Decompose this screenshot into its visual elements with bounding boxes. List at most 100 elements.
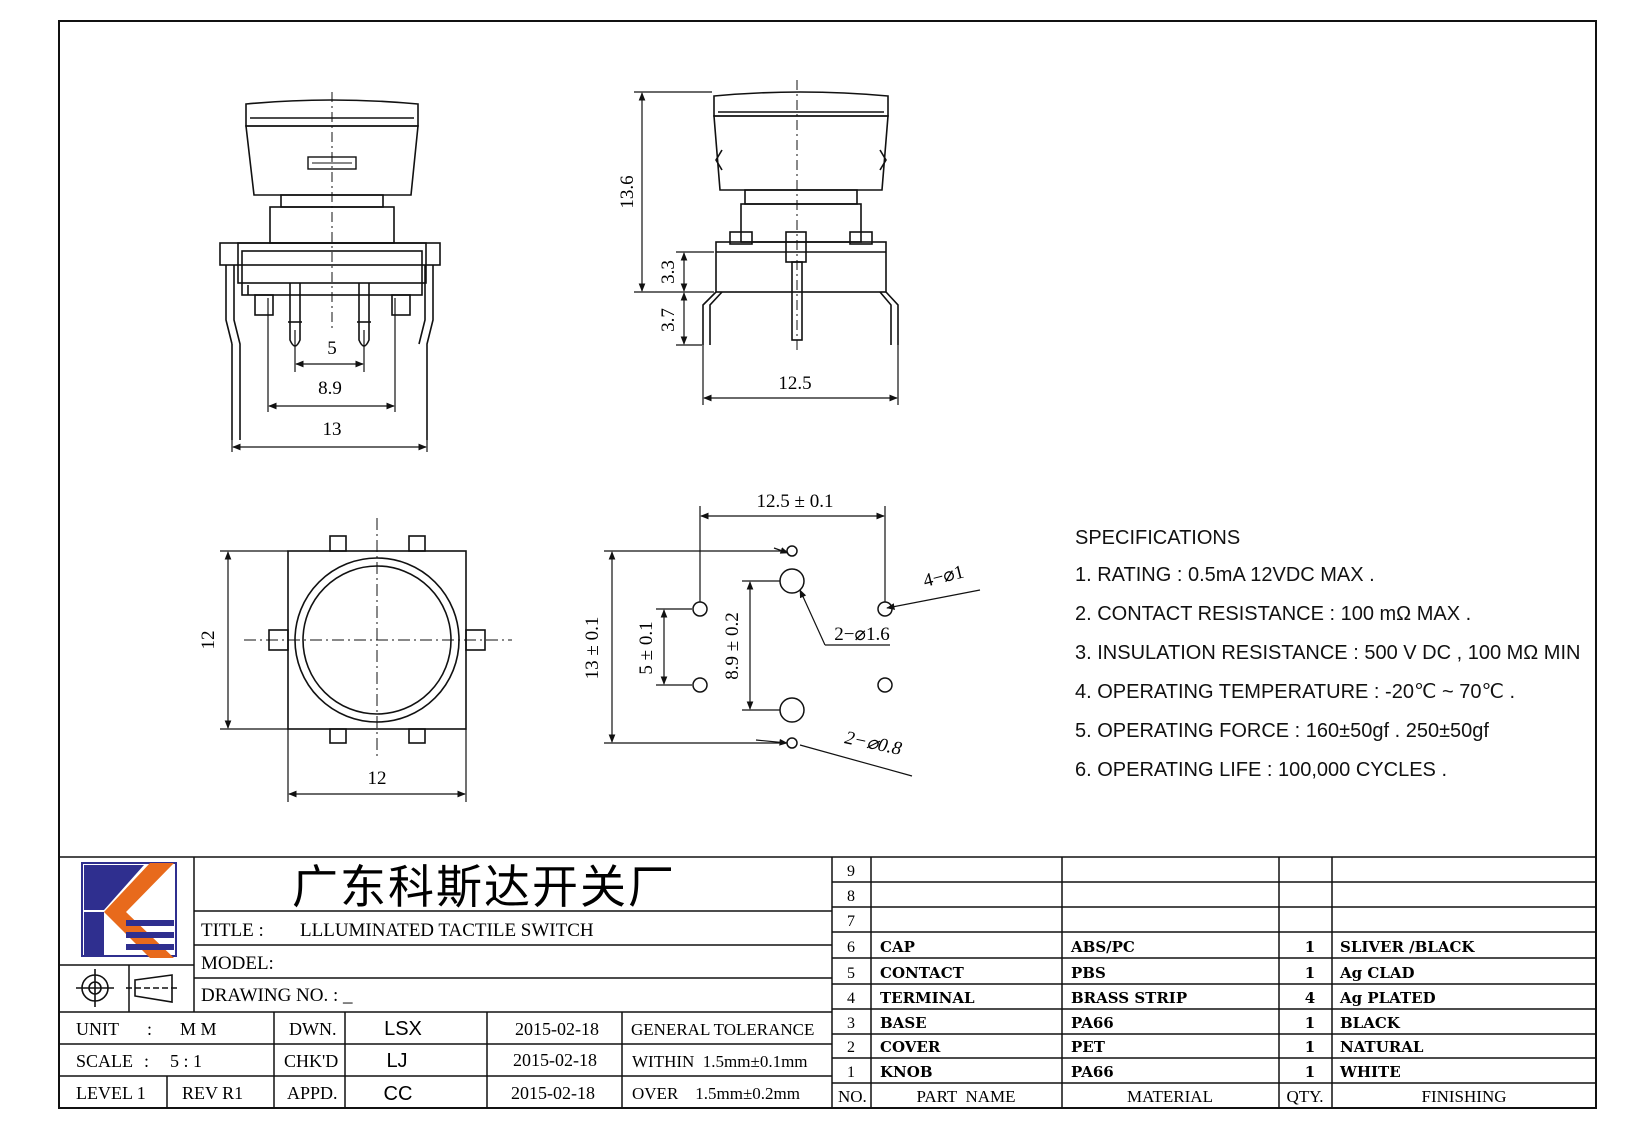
- title-block-grid: [59, 856, 1596, 1108]
- company-logo: [81, 862, 177, 958]
- bom-cell-no: 4: [847, 990, 855, 1007]
- side-view-dimensions: [634, 91, 899, 405]
- bom-cell-part: COVER: [880, 1038, 941, 1056]
- bom-cell-qty: 1: [1305, 938, 1315, 956]
- appd-role: APPD.: [287, 1083, 338, 1103]
- bom-cell-part: KNOB: [880, 1063, 933, 1081]
- side-view: [702, 80, 899, 350]
- footprint-dim-span: 8.9 ± 0.2: [722, 612, 743, 679]
- bom-header-material: MATERIAL: [1127, 1087, 1213, 1106]
- title-label: TITLE :: [201, 920, 264, 941]
- bom-cell-material: PET: [1071, 1038, 1106, 1056]
- tolerance-header: GENERAL TOLERANCE: [631, 1020, 814, 1039]
- bom-cell-qty: 1: [1305, 1014, 1315, 1032]
- spec-item: 2. CONTACT RESISTANCE : 100 mΩ MAX .: [1075, 603, 1472, 625]
- bom-cell-material: ABS/PC: [1070, 938, 1135, 956]
- spec-item: 4. OPERATING TEMPERATURE : -20℃ ~ 70℃ .: [1075, 681, 1516, 703]
- front-view: [219, 92, 441, 440]
- bom-cell-no: 7: [847, 913, 855, 930]
- bom-cell-no: 5: [847, 965, 855, 982]
- scale-colon: :: [144, 1051, 149, 1071]
- top-view: [244, 518, 512, 760]
- bom-cell-qty: 1: [1305, 964, 1315, 982]
- tolerance-within: WITHIN 1.5mm±0.1mm: [632, 1052, 808, 1071]
- specifications-panel: SPECIFICATIONS 1. RATING : 0.5mA 12VDC M…: [1075, 520, 1595, 790]
- unit-value: M M: [180, 1019, 217, 1039]
- appd-date: 2015-02-18: [511, 1083, 595, 1103]
- specifications-title: SPECIFICATIONS: [1075, 527, 1241, 549]
- bom-cell-material: PBS: [1071, 964, 1106, 982]
- unit-colon: :: [147, 1019, 152, 1039]
- drawing-no-label: DRAWING NO. : _: [201, 985, 353, 1006]
- front-dim-pin-span: 8.9: [318, 378, 342, 399]
- bom-cell-part: CONTACT: [880, 964, 965, 982]
- dwn-date: 2015-02-18: [515, 1019, 599, 1039]
- bom-cell-no: 8: [847, 888, 855, 905]
- bom-cell-material: PA66: [1071, 1063, 1114, 1081]
- bom-cell-no: 1: [847, 1064, 855, 1081]
- rev-label: REV R1: [182, 1083, 243, 1103]
- side-dim-body: 3.3: [658, 260, 679, 284]
- bom-cell-material: BRASS STRIP: [1071, 989, 1187, 1007]
- top-view-dimensions: [220, 550, 467, 802]
- company-name: 广东科斯达开关厂: [292, 860, 676, 914]
- bom-cell-qty: 1: [1305, 1038, 1315, 1056]
- chk-date: 2015-02-18: [513, 1050, 597, 1070]
- bom-cell-no: 2: [847, 1039, 855, 1056]
- bom-cell-no: 6: [847, 939, 855, 956]
- bom-cell-no: 9: [847, 863, 855, 880]
- sheet-border: [58, 20, 1597, 1109]
- bom-cell-qty: 4: [1305, 989, 1315, 1007]
- bom-cell-part: CAP: [880, 938, 915, 956]
- chk-role: CHK'D: [284, 1051, 338, 1071]
- side-dim-pin: 3.7: [658, 308, 679, 332]
- bom-cell-finishing: BLACK: [1340, 1014, 1401, 1032]
- tolerance-over: OVER 1.5mm±0.2mm: [632, 1084, 800, 1103]
- side-dim-height: 13.6: [617, 175, 638, 208]
- front-dim-pitch: 5: [327, 338, 337, 359]
- bom-header-no: NO.: [838, 1087, 867, 1106]
- footprint-dim-vertical: 13 ± 0.1: [582, 617, 603, 680]
- bom-cell-finishing: Ag CLAD: [1339, 964, 1414, 982]
- top-dim-width: 12: [368, 768, 387, 789]
- bom-cell-finishing: SLIVER /BLACK: [1340, 938, 1475, 956]
- spec-item: 1. RATING : 0.5mA 12VDC MAX .: [1075, 564, 1375, 586]
- side-dim-width: 12.5: [778, 373, 811, 394]
- front-view-dimensions: [231, 298, 428, 452]
- level-label: LEVEL 1: [76, 1083, 146, 1103]
- bom-cell-finishing: Ag PLATED: [1339, 989, 1436, 1007]
- footprint-dim-top: 12.5 ± 0.1: [757, 491, 834, 512]
- spec-item: 5. OPERATING FORCE : 160±50gf . 250±50gf: [1075, 720, 1489, 742]
- bom-header-finishing: FINISHING: [1422, 1087, 1507, 1106]
- unit-label: UNIT: [76, 1019, 119, 1039]
- bom-header-qty: QTY.: [1287, 1087, 1324, 1106]
- footprint-hole-b: 2−⌀1.6: [834, 624, 889, 645]
- chk-name: LJ: [386, 1050, 407, 1072]
- dwn-role: DWN.: [289, 1019, 337, 1039]
- bom-cell-finishing: NATURAL: [1340, 1038, 1424, 1056]
- dwn-name: LSX: [384, 1018, 422, 1040]
- front-dim-width: 13: [323, 419, 342, 440]
- title-value: LLLUMINATED TACTILE SWITCH: [300, 920, 594, 941]
- appd-name: CC: [384, 1083, 413, 1105]
- footprint-dimensions: [604, 506, 981, 777]
- bom-cell-material: PA66: [1071, 1014, 1114, 1032]
- scale-value: 5 : 1: [170, 1051, 202, 1071]
- spec-item: 3. INSULATION RESISTANCE : 500 V DC , 10…: [1075, 642, 1581, 664]
- bom-cell-finishing: WHITE: [1339, 1063, 1401, 1081]
- footprint-hole-c: 2−⌀0.8: [843, 727, 904, 760]
- bom-cell-qty: 1: [1305, 1063, 1315, 1081]
- spec-item: 6. OPERATING LIFE : 100,000 CYCLES .: [1075, 759, 1448, 781]
- footprint-hole-a: 4−⌀1: [921, 561, 966, 591]
- bom-cell-no: 3: [847, 1015, 855, 1032]
- projection-symbol-icon: [76, 969, 178, 1007]
- top-dim-height: 12: [198, 631, 219, 650]
- bom-header-part: PART NAME: [916, 1087, 1015, 1106]
- footprint-dim-pitch: 5 ± 0.1: [636, 621, 657, 674]
- bom-cell-part: BASE: [880, 1014, 927, 1032]
- scale-label: SCALE: [76, 1051, 133, 1071]
- model-label: MODEL:: [201, 953, 274, 974]
- bom-cell-part: TERMINAL: [880, 989, 975, 1007]
